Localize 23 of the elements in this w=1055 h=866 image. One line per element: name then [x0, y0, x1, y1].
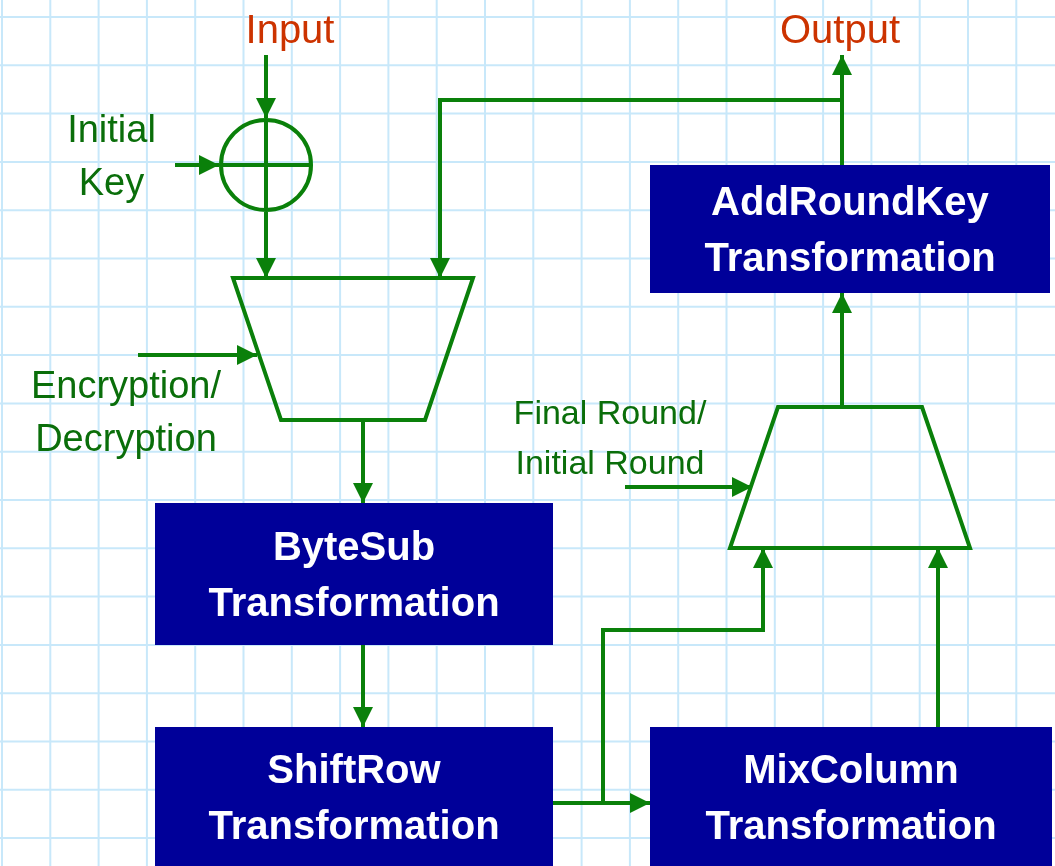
control-label: Initial Key	[66, 106, 157, 205]
arrow	[553, 548, 773, 805]
xor-symbol	[219, 118, 313, 212]
io-label: Output	[779, 6, 901, 52]
control-label: Final Round/ Initial Round	[512, 392, 708, 483]
multiplexer-trapezoid	[233, 278, 473, 420]
arrow	[256, 55, 276, 118]
arrow	[256, 212, 276, 278]
transformation-box: ShiftRow Transformation	[155, 727, 553, 866]
arrow	[353, 420, 373, 503]
transformation-box: AddRoundKey Transformation	[650, 165, 1050, 293]
arrow	[175, 155, 219, 175]
io-label: Input	[245, 6, 335, 52]
control-label: Encryption/ Decryption	[29, 363, 223, 462]
arrow	[430, 98, 844, 278]
arrow	[353, 645, 373, 727]
arrow	[625, 477, 752, 497]
transformation-box: MixColumn Transformation	[650, 727, 1052, 866]
arrow	[138, 345, 257, 365]
arrow	[832, 293, 852, 407]
transformation-box: ByteSub Transformation	[155, 503, 553, 645]
arrow	[928, 548, 948, 727]
multiplexer-trapezoid	[730, 407, 970, 548]
